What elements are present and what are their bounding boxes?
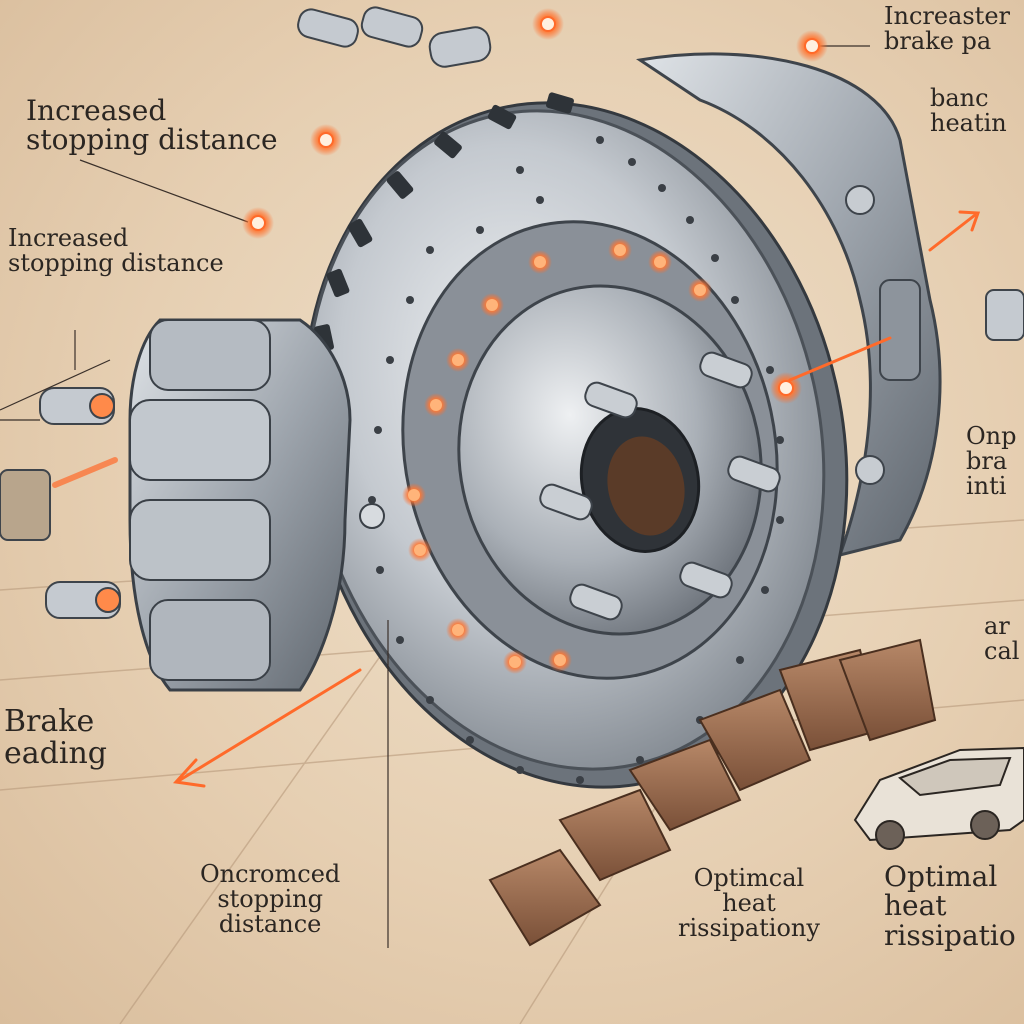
arrow-left-mid <box>52 457 118 488</box>
label-bottom-center-line1: Oncromced <box>200 860 341 888</box>
label-bottom-center: Oncromced stopping distance <box>200 860 341 939</box>
label-bottom-center-line3: distance <box>218 910 322 939</box>
label-right-mid-line2: bra <box>966 447 1008 476</box>
label-top-right-line2: brake pa <box>884 27 992 56</box>
label-top-right: Increaster brake pa <box>884 2 1010 56</box>
car-sketch-icon <box>853 746 1024 850</box>
glow-markers <box>242 8 828 404</box>
label-bottom-right-a-line3: rissipationy <box>678 914 820 943</box>
label-right-low-line1: ar <box>984 612 1010 640</box>
label-right-upper: banc heatin <box>930 84 1007 138</box>
label-right-low-line2: cal <box>984 637 1020 666</box>
label-right-mid-line1: Onp <box>966 422 1017 450</box>
label-left-top-line2: stopping distance <box>26 123 278 157</box>
wheel-studs <box>539 351 781 621</box>
label-bottom-right-b-line3: rissipatio <box>884 918 1016 952</box>
label-left-mid-line1: Increased <box>8 224 129 252</box>
arrow-to-caliper <box>788 336 892 382</box>
label-bottom-right-a: Optimcal heat rissipationy <box>678 864 820 943</box>
wheel-hub <box>457 284 763 636</box>
label-left-bottom-line1: Brake <box>4 704 95 739</box>
label-bottom-right-a-line1: Optimcal <box>693 864 805 892</box>
label-bottom-right-b-line1: Optimal <box>884 860 998 893</box>
label-left-bottom-line2: eading <box>4 735 107 771</box>
label-left-bottom: Brake eading <box>4 706 107 769</box>
label-top-right-line1: Increaster <box>884 2 1010 30</box>
brake-pads <box>488 638 937 947</box>
label-left-mid: Increased stopping distance <box>8 224 224 278</box>
floating-parts <box>0 6 1024 619</box>
label-bottom-right-b-line2: heat <box>884 889 947 923</box>
rear-caliper <box>636 52 942 558</box>
label-right-upper-line1: banc <box>930 84 989 112</box>
label-left-top: Increased stopping distance <box>26 96 278 155</box>
label-right-mid: Onp bra inti <box>966 422 1017 501</box>
label-left-mid-line2: stopping distance <box>8 249 224 278</box>
label-bottom-center-line2: stopping <box>217 885 323 914</box>
label-bottom-right-a-line2: heat <box>722 889 776 918</box>
heat-points <box>402 238 712 674</box>
arrow-right-upper <box>928 213 977 252</box>
label-right-low: ar cal <box>984 612 1020 666</box>
label-left-top-line1: Increased <box>26 94 167 127</box>
front-caliper <box>128 318 385 692</box>
label-right-upper-line2: heatin <box>930 109 1007 138</box>
arrow-left-lower <box>178 668 362 782</box>
label-bottom-right-b: Optimal heat rissipatio <box>884 860 1016 952</box>
arrows <box>52 210 981 788</box>
rotor-drilled-holes <box>368 136 784 784</box>
label-right-mid-line3: inti <box>966 472 1007 501</box>
